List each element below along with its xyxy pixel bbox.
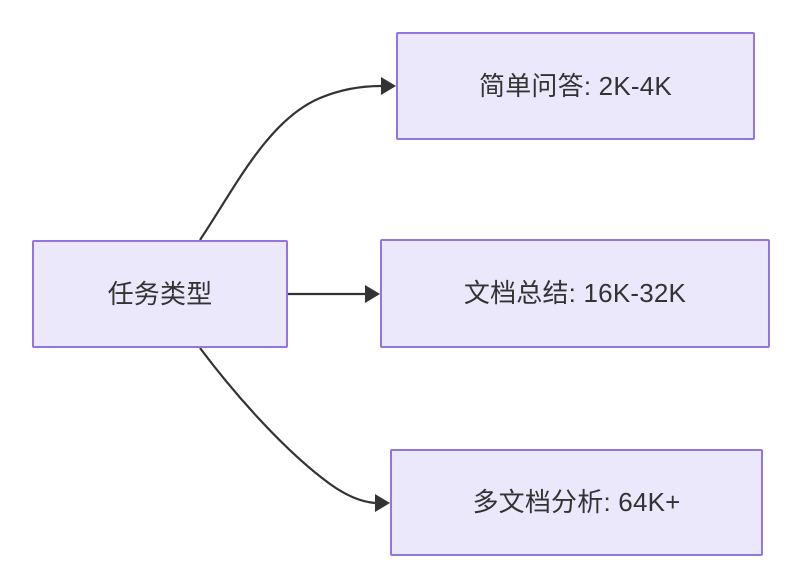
edge-root-to-doc-summary-arrowhead — [365, 285, 380, 303]
edge-root-to-simple-qa-path — [199, 84, 382, 241]
node-simple-qa[interactable]: 简单问答: 2K-4K — [396, 32, 755, 140]
node-doc-summary-label: 文档总结: 16K-32K — [463, 278, 687, 309]
node-root-label: 任务类型 — [107, 278, 213, 309]
edge-root-to-multi-doc-arrowhead — [375, 494, 390, 512]
node-root[interactable]: 任务类型 — [32, 240, 288, 348]
node-simple-qa-label: 简单问答: 2K-4K — [479, 70, 672, 101]
node-doc-summary[interactable]: 文档总结: 16K-32K — [380, 239, 770, 348]
edge-root-to-doc-summary — [288, 285, 380, 303]
edge-root-to-multi-doc — [199, 347, 390, 512]
edge-root-to-simple-qa-arrowhead — [381, 77, 396, 95]
edge-root-to-simple-qa — [199, 77, 396, 241]
edge-root-to-multi-doc-path — [199, 347, 376, 505]
node-multi-doc-label: 多文档分析: 64K+ — [472, 487, 681, 518]
node-multi-doc[interactable]: 多文档分析: 64K+ — [390, 449, 763, 556]
